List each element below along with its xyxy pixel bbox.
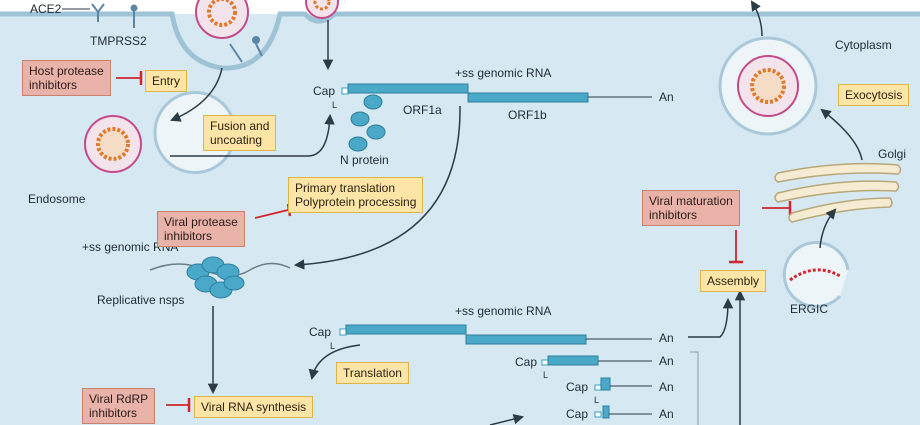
subgenomic-rna-2 bbox=[600, 377, 611, 391]
budding-virus-icon bbox=[305, 0, 339, 19]
ergic-to-golgi-arrow bbox=[819, 208, 837, 249]
cap-label-b3: Cap bbox=[566, 380, 589, 394]
ergic-label: ERGIC bbox=[790, 302, 829, 316]
bottom-orf1b-bar bbox=[465, 334, 587, 345]
viral-rdrp-inhibitors-box: Viral RdRP inhibitors bbox=[82, 388, 156, 424]
orf1a-label: ORF1a bbox=[403, 103, 442, 117]
exocytosis-box: Exocytosis bbox=[838, 84, 910, 106]
leader-label-b3: L bbox=[594, 395, 600, 405]
genome-left-label: +ss genomic RNA bbox=[82, 240, 179, 254]
membrane-protease-icon bbox=[229, 36, 263, 63]
golgi-to-vesicle-arrow bbox=[820, 108, 863, 161]
endosome-label: Endosome bbox=[28, 192, 86, 206]
subgenomic-bracket bbox=[690, 351, 699, 425]
cap-label-b4: Cap bbox=[566, 407, 589, 421]
viral-maturation-inhibitors-box: Viral maturation inhibitors bbox=[642, 190, 740, 226]
golgi-icon bbox=[774, 162, 902, 223]
cytoplasm-label: Cytoplasm bbox=[835, 38, 892, 52]
assembly-box: Assembly bbox=[700, 270, 767, 292]
viral-protease-inhibitors-box: Viral protease inhibitors bbox=[157, 211, 245, 247]
replicative-nsps-label: Replicative nsps bbox=[97, 293, 185, 307]
genome-bottom-label: +ss genomic RNA bbox=[455, 304, 552, 318]
bottom-orf1a-bar bbox=[345, 324, 467, 335]
an-label-b3: An bbox=[659, 380, 674, 394]
genome-to-assembly-arrow bbox=[688, 297, 734, 338]
endosome-icon bbox=[84, 91, 237, 174]
an-label-top: An bbox=[659, 90, 674, 104]
leader-label-top: L bbox=[332, 100, 338, 110]
entering-virus-icon bbox=[195, 0, 249, 39]
primary-translation-box: Primary translation Polyprotein processi… bbox=[288, 177, 424, 213]
fusion-uncoating-box: Fusion and uncoating bbox=[203, 115, 277, 151]
cap-label-top: Cap bbox=[313, 84, 336, 98]
host-protease-inhibitors-box: Host protease inhibitors bbox=[22, 60, 111, 96]
cell-membrane bbox=[0, 11, 920, 71]
replicative-nsps-icon bbox=[186, 256, 245, 299]
cap-label-b2: Cap bbox=[515, 355, 538, 369]
leader-label-b1: L bbox=[330, 341, 336, 351]
subgenomic-rna-3 bbox=[602, 405, 610, 419]
translation-arrow bbox=[308, 344, 361, 381]
ace2-receptor-icon bbox=[91, 3, 105, 22]
n-protein-label: N protein bbox=[340, 153, 389, 167]
orf1b-bar bbox=[467, 92, 589, 103]
cap-marker bbox=[341, 87, 349, 95]
uncoating-arrow bbox=[170, 113, 335, 157]
ace2-label: ACE2 bbox=[30, 2, 62, 16]
endocytosis-arrow bbox=[170, 67, 223, 122]
orf1a-bar bbox=[347, 83, 469, 94]
exocytosis-vesicle-icon bbox=[718, 36, 818, 136]
orf1b-label: ORF1b bbox=[508, 108, 547, 122]
an-label-b1: An bbox=[659, 331, 674, 345]
n-protein-icon bbox=[348, 94, 386, 152]
genome-top-label: +ss genomic RNA bbox=[455, 66, 552, 80]
tmprss2-label: TMPRSS2 bbox=[90, 34, 147, 48]
subgenomic-rna-1 bbox=[547, 355, 599, 366]
rna-synthesis-box: Viral RNA synthesis bbox=[194, 396, 314, 418]
an-label-b4: An bbox=[659, 407, 674, 421]
rna-synthesis-output-arrow bbox=[489, 413, 525, 425]
protease-inhibit-line bbox=[254, 209, 289, 219]
translation-box: Translation bbox=[336, 362, 409, 384]
cap-label-b1: Cap bbox=[309, 325, 332, 339]
ergic-icon bbox=[782, 240, 850, 308]
tmprss2-receptor-icon bbox=[130, 4, 138, 28]
primary-translation-arrow bbox=[293, 105, 461, 270]
an-label-b2: An bbox=[659, 354, 674, 368]
golgi-label: Golgi bbox=[878, 147, 907, 161]
leader-label-b2: L bbox=[543, 370, 549, 380]
entry-box: Entry bbox=[145, 70, 188, 92]
release-arrow bbox=[750, 0, 763, 37]
